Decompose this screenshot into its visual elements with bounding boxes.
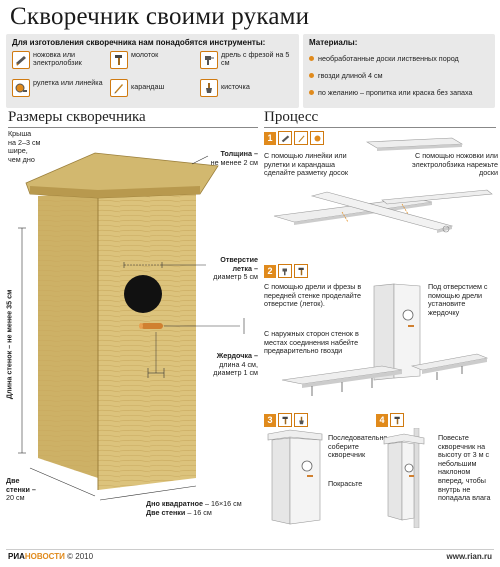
- bullet-icon: [309, 56, 314, 61]
- page-title: Скворечник своими руками: [10, 3, 310, 30]
- tool-label: карандаш: [131, 82, 165, 91]
- bullet-icon: [309, 73, 314, 78]
- step-3-header: 3: [264, 413, 308, 427]
- dimensions-heading: Размеры скворечника: [8, 109, 146, 125]
- thickness-label: Толщина – не менее 2 см: [210, 149, 258, 167]
- materials-heading: Материалы:: [309, 38, 358, 47]
- brand-ria: РИА: [8, 552, 25, 561]
- drill-icon: [278, 264, 292, 278]
- perch-label: Жердочка – длина 4 см, диаметр 1 см: [213, 351, 258, 378]
- step-2-illustration: [281, 283, 489, 396]
- roof-label: Крыша на 2–3 см шире, чем дно: [8, 129, 41, 164]
- tool-label: рулетка или линейка: [33, 78, 103, 87]
- materials-panel: Материалы: необработанные доски лиственн…: [303, 34, 495, 108]
- footer-divider: [6, 549, 494, 550]
- step-2-text-right: Под отверстием с помощью дрели установит…: [428, 282, 488, 317]
- step-2-text-top: С помощью дрели и фрезы в передней стенк…: [264, 282, 362, 309]
- footer-brand: РИАНОВОСТИ © 2010: [8, 552, 93, 561]
- footer-copyright: © 2010: [67, 552, 94, 561]
- step-4-header: 4: [376, 413, 404, 427]
- tools-panel: Для изготовления скворечника нам понадоб…: [6, 34, 299, 108]
- saw-icon: [278, 131, 292, 145]
- pencil-icon: [110, 79, 128, 97]
- brand-novosti: НОВОСТИ: [24, 552, 65, 561]
- step-number: 2: [264, 264, 276, 278]
- bottom-label: Дно квадратное – 16×16 см Две стенки – 1…: [146, 499, 242, 517]
- brush-icon: [294, 413, 308, 427]
- tool-label: дрель с фрезой на 5 см: [221, 50, 290, 68]
- tool-item: ножовка или электролобзик: [12, 50, 104, 69]
- saw-icon: [12, 51, 30, 69]
- step-1-text-left: С помощью линейки или рулетки и карандаш…: [264, 151, 348, 178]
- tool-item: молоток: [110, 50, 195, 69]
- hammer-icon: [110, 51, 128, 69]
- tool-label: ножовка или электролобзик: [33, 50, 82, 68]
- bullet-icon: [309, 90, 314, 95]
- step-3-text: Последовательно соберите скворечник: [328, 433, 388, 460]
- drill-icon: [200, 51, 218, 69]
- footer-url[interactable]: www.rian.ru: [446, 552, 493, 561]
- step-1-illustration: [273, 137, 493, 233]
- tape-measure-icon: [310, 131, 324, 145]
- step-3-illustration: [267, 429, 323, 525]
- dimensions-underline: [8, 127, 258, 128]
- tool-item: карандаш: [110, 79, 195, 97]
- process-heading: Процесс: [264, 109, 319, 125]
- step-4-text: Повесьте скворечник на высоту от 3 м с н…: [438, 433, 491, 503]
- tool-item: рулетка или линейка: [12, 78, 104, 97]
- tool-item: дрель с фрезой на 5 см: [200, 50, 295, 69]
- hammer-icon: [294, 264, 308, 278]
- birdhouse-illustration: [18, 152, 245, 501]
- pencil-icon: [294, 131, 308, 145]
- step-2-text-bottom: С наружных сторон стенок в местах соедин…: [264, 329, 359, 356]
- tape-measure-icon: [12, 79, 30, 97]
- step-3-text-2: Покрасьте: [328, 479, 363, 488]
- brush-icon: [200, 79, 218, 97]
- step-1-header: 1: [264, 131, 324, 145]
- step-4-illustration: [383, 428, 425, 528]
- hammer-icon: [278, 413, 292, 427]
- tool-item: кисточка: [200, 79, 295, 97]
- material-item: гвозди длиной 4 см: [309, 71, 493, 80]
- hammer-icon: [390, 413, 404, 427]
- step-2-header: 2: [264, 264, 308, 278]
- step-number: 1: [264, 131, 276, 145]
- tools-heading: Для изготовления скворечника нам понадоб…: [12, 38, 266, 47]
- material-item: по желанию – пропитка или краска без зап…: [309, 88, 493, 97]
- tool-label: молоток: [131, 50, 159, 59]
- step-1-text-right: С помощью ножовки или электролобзика нар…: [412, 151, 498, 178]
- wall-length-label: Длина стенок – не менее 35 см: [4, 289, 14, 400]
- two-walls-label: Две стенки – 20 см: [6, 476, 36, 503]
- material-item: необработанные доски лиственных пород: [309, 54, 493, 63]
- hole-label: Отверстие летка – диаметр 5 см: [213, 255, 258, 282]
- process-underline: [264, 127, 496, 128]
- step-number: 4: [376, 413, 388, 427]
- tool-label: кисточка: [221, 82, 250, 91]
- step-number: 3: [264, 413, 276, 427]
